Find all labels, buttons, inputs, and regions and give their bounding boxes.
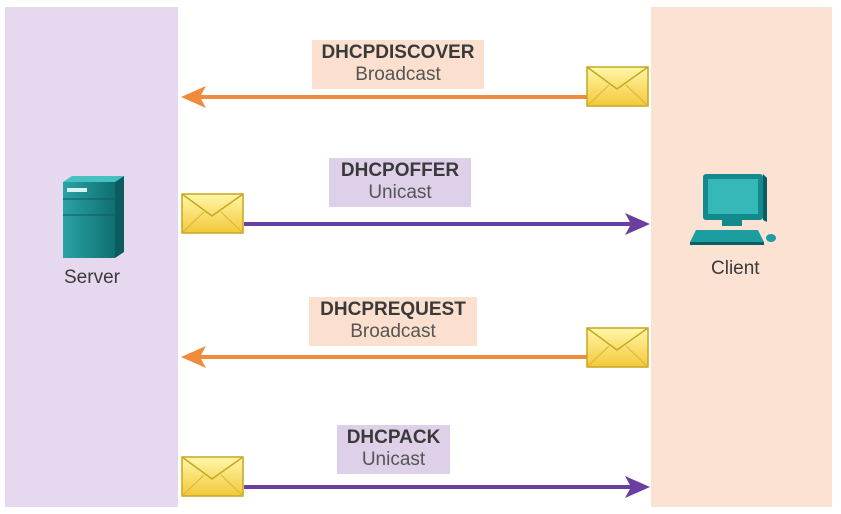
envelope-icon: [586, 327, 649, 368]
arrow-dhcpdiscover: [181, 86, 588, 108]
arrow-dhcprequest: [181, 346, 588, 368]
message-mode: Broadcast: [350, 321, 436, 342]
client-computer-icon: [690, 174, 776, 245]
client-label: Client: [711, 258, 760, 279]
message-label-dhcpdiscover: DHCPDISCOVER Broadcast: [312, 40, 484, 89]
envelope-icon: [181, 193, 244, 234]
message-mode: Unicast: [368, 182, 432, 203]
message-name: DHCPREQUEST: [320, 299, 466, 320]
message-name: DHCPACK: [346, 427, 441, 448]
message-label-dhcpoffer: DHCPOFFER Unicast: [329, 158, 471, 207]
client-lane: [651, 7, 832, 507]
message-name: DHCPDISCOVER: [321, 42, 475, 63]
message-mode: Unicast: [361, 449, 426, 470]
message-mode: Broadcast: [355, 64, 441, 85]
server-label: Server: [64, 267, 120, 288]
arrow-dhcpoffer: [244, 213, 650, 235]
message-label-dhcpack: DHCPACK Unicast: [337, 425, 450, 474]
message-name: DHCPOFFER: [340, 160, 460, 181]
server-icon: [63, 176, 124, 258]
arrow-dhcpack: [244, 476, 650, 498]
envelope-icon: [586, 66, 649, 107]
envelope-icon: [181, 456, 244, 497]
message-label-dhcprequest: DHCPREQUEST Broadcast: [309, 297, 477, 346]
